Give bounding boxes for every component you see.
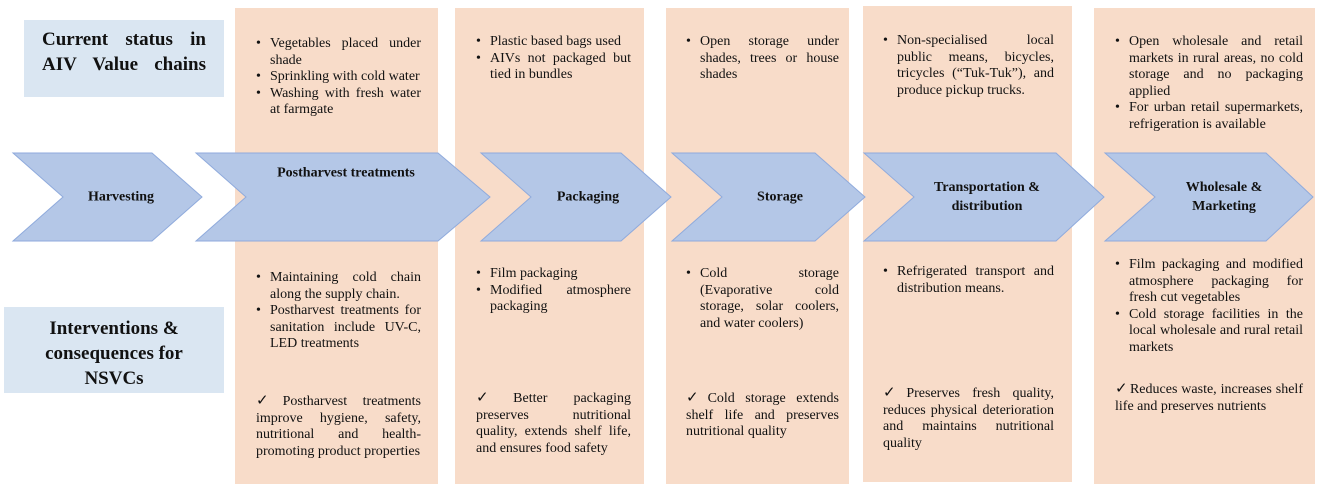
- consequence-text: Reduces waste, increases shelf life and …: [1115, 382, 1303, 414]
- current-status-item: Washing with fresh water at farmgate: [256, 86, 421, 119]
- current-status-item: Vegetables placed under shade: [256, 36, 421, 69]
- check-icon: ✓: [686, 388, 706, 406]
- arrow-storage: [670, 152, 866, 242]
- consequence-text: Postharvest treatments improve hygiene, …: [256, 394, 421, 459]
- consequence-postharvest: ✓Postharvest treatments improve hygiene,…: [256, 392, 421, 460]
- stage-column-storage: [666, 8, 849, 484]
- current-status-storage: Open storage under shades, trees or hous…: [686, 34, 839, 84]
- arrow-postharvest: [194, 152, 491, 242]
- intervention-item: Refrigerated transport and distribution …: [883, 264, 1054, 297]
- interventions-label-line: Interventions &: [49, 318, 179, 339]
- consequence-packaging: ✓Better packaging preserves nutritional …: [476, 389, 631, 457]
- intervention-item: Film packaging: [476, 266, 631, 283]
- stage-label-line: Transportation &: [934, 180, 1040, 195]
- interventions-label: Interventions & consequences for NSVCs: [4, 307, 224, 393]
- stage-label-storage: Storage: [757, 188, 803, 207]
- stage-label-transportation: Transportation & distribution: [934, 178, 1040, 216]
- consequence-text: Better packaging preserves nutritional q…: [476, 391, 631, 456]
- current-status-label-line: Current status in: [42, 29, 206, 50]
- stage-label-line: Harvesting: [87, 189, 155, 205]
- stage-label-line: distribution: [951, 199, 1023, 214]
- stage-label-line: Marketing: [1192, 199, 1256, 214]
- arrow-harvesting: [11, 152, 203, 242]
- arrow-transportation: [862, 152, 1105, 242]
- consequence-wholesale: ✓Reduces waste, increases shelf life and…: [1115, 380, 1303, 415]
- current-status-item: Open storage under shades, trees or hous…: [686, 34, 839, 84]
- interventions-wholesale: Film packaging and modified atmosphere p…: [1115, 257, 1303, 356]
- current-status-packaging: Plastic based bags used AIVs not package…: [476, 34, 631, 84]
- interventions-label-line: NSVCs: [84, 368, 144, 389]
- check-icon: ✓: [476, 388, 512, 406]
- stage-label-line: Storage: [757, 189, 803, 205]
- current-status-label-line: AIV Value chains: [42, 54, 206, 75]
- stage-label-line: Packaging: [556, 189, 620, 205]
- current-status-item: Sprinkling with cold water: [256, 69, 421, 86]
- current-status-label: Current status in AIV Value chains: [24, 20, 224, 97]
- current-status-item: Plastic based bags used: [476, 34, 631, 51]
- current-status-transportation: Non-specialised local public means, bicy…: [883, 33, 1054, 99]
- intervention-item: Cold storage facilities in the local who…: [1115, 307, 1303, 357]
- interventions-postharvest: Maintaining cold chain along the supply …: [256, 270, 421, 353]
- arrow-wholesale: [1103, 152, 1314, 242]
- check-icon: ✓: [883, 383, 905, 401]
- current-status-item: AIVs not packaged but tied in bundles: [476, 51, 631, 84]
- intervention-item: Maintaining cold chain along the supply …: [256, 270, 421, 303]
- stage-label-packaging: Packaging: [557, 188, 619, 207]
- consequence-storage: ✓Cold storage extends shelf life and pre…: [686, 389, 839, 441]
- intervention-item: Modified atmosphere packaging: [476, 283, 631, 316]
- current-status-item: Non-specialised local public means, bicy…: [883, 33, 1054, 99]
- consequence-text: Cold storage extends shelf life and pres…: [686, 391, 839, 439]
- consequence-transportation: ✓Preserves fresh quality, reduces physic…: [883, 384, 1054, 452]
- check-icon: ✓: [1115, 379, 1128, 397]
- consequence-text: Preserves fresh quality, reduces physica…: [883, 386, 1054, 451]
- interventions-transportation: Refrigerated transport and distribution …: [883, 264, 1054, 297]
- stage-label-harvesting: Harvesting: [88, 188, 154, 207]
- interventions-packaging: Film packaging Modified atmosphere packa…: [476, 266, 631, 316]
- intervention-item: Postharvest treatments for sanitation in…: [256, 303, 421, 353]
- intervention-item: Film packaging and modified atmosphere p…: [1115, 257, 1303, 307]
- stage-label-line: Postharvest treatments: [277, 165, 415, 181]
- current-status-item: Open wholesale and retail markets in rur…: [1115, 34, 1303, 100]
- current-status-item: For urban retail supermarkets, refrigera…: [1115, 100, 1303, 133]
- stage-column-packaging: [455, 8, 644, 484]
- arrow-packaging: [479, 152, 672, 242]
- interventions-storage: Cold storage (Evaporative cold storage, …: [686, 266, 839, 332]
- intervention-item: Cold storage (Evaporative cold storage, …: [686, 266, 839, 332]
- stage-label-line: Wholesale &: [1185, 180, 1263, 195]
- stage-label-postharvest: Postharvest treatments: [277, 164, 415, 183]
- check-icon: ✓: [256, 391, 281, 409]
- current-status-postharvest: Vegetables placed under shade Sprinkling…: [256, 36, 421, 119]
- current-status-wholesale: Open wholesale and retail markets in rur…: [1115, 34, 1303, 133]
- interventions-label-line: consequences for: [45, 343, 183, 364]
- stage-label-wholesale: Wholesale & Marketing: [1186, 178, 1263, 216]
